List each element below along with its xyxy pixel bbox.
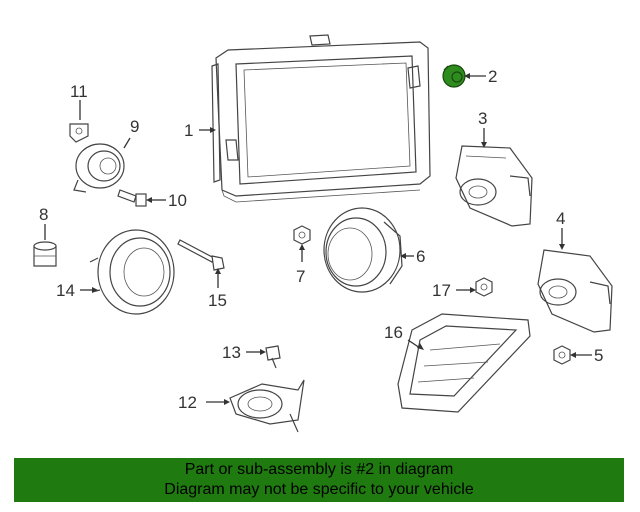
part-12-speaker[interactable] <box>229 379 305 433</box>
callout-3: 3 <box>478 109 487 128</box>
callout-12: 12 <box>178 393 197 412</box>
callout-9: 9 <box>130 117 139 136</box>
part-4-speaker-housing[interactable] <box>537 249 613 333</box>
part-2-nut[interactable] <box>442 64 466 88</box>
callout-2: 2 <box>488 67 497 86</box>
banner-line-1: Part or sub-assembly is #2 in diagram <box>184 461 454 478</box>
callout-17: 17 <box>432 281 451 300</box>
part-6-speaker[interactable] <box>323 207 403 293</box>
leader-lines <box>44 73 592 405</box>
part-9-speaker[interactable] <box>73 143 125 193</box>
callout-13: 13 <box>222 343 241 362</box>
part-7-nut[interactable] <box>293 225 311 245</box>
callout-11: 11 <box>70 82 88 101</box>
callout-14: 14 <box>56 281 75 300</box>
part-8-grommet[interactable] <box>33 241 57 267</box>
part-11-clip[interactable] <box>69 123 89 143</box>
callout-1: 1 <box>184 121 193 140</box>
part-10-screw[interactable] <box>117 189 147 207</box>
callout-5: 5 <box>594 346 603 365</box>
part-14-speaker[interactable] <box>89 229 175 315</box>
part-15-bolt[interactable] <box>177 239 225 271</box>
part-5-nut[interactable] <box>553 345 571 365</box>
callout-7: 7 <box>296 267 305 286</box>
part-16-amplifier[interactable] <box>397 313 531 413</box>
part-17-nut[interactable] <box>475 277 493 297</box>
exploded-view: 1 2 3 4 5 6 7 8 9 10 11 12 13 14 15 16 1… <box>33 34 613 433</box>
part-1-display-unit[interactable] <box>211 34 431 203</box>
banner-line-2: Diagram may not be specific to your vehi… <box>164 481 474 498</box>
callout-15: 15 <box>208 291 227 310</box>
part-3-speaker-housing[interactable] <box>455 145 533 227</box>
callout-8: 8 <box>39 205 48 224</box>
callout-10: 10 <box>168 191 187 210</box>
part-notice-banner: Part or sub-assembly is #2 in diagram Di… <box>14 458 624 502</box>
callout-16: 16 <box>384 323 403 342</box>
part-13-screw[interactable] <box>265 345 281 369</box>
callout-4: 4 <box>556 209 565 228</box>
callout-6: 6 <box>416 247 425 266</box>
